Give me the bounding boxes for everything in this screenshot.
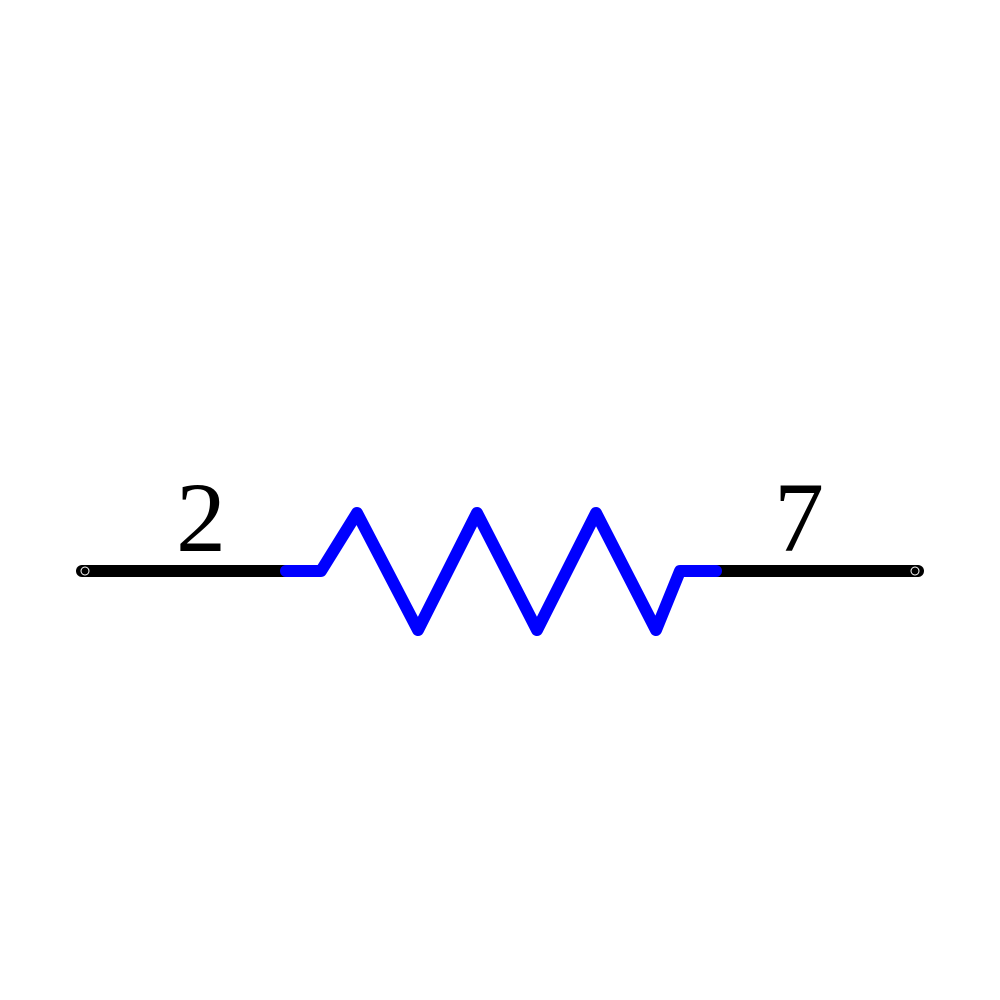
pin-number-right: 7: [774, 462, 824, 573]
pin-number-left: 2: [176, 462, 226, 573]
right-pin-endpoint-icon[interactable]: [910, 566, 920, 576]
left-pin-endpoint-icon[interactable]: [80, 566, 90, 576]
resistor-zigzag-body[interactable]: [280, 507, 722, 636]
